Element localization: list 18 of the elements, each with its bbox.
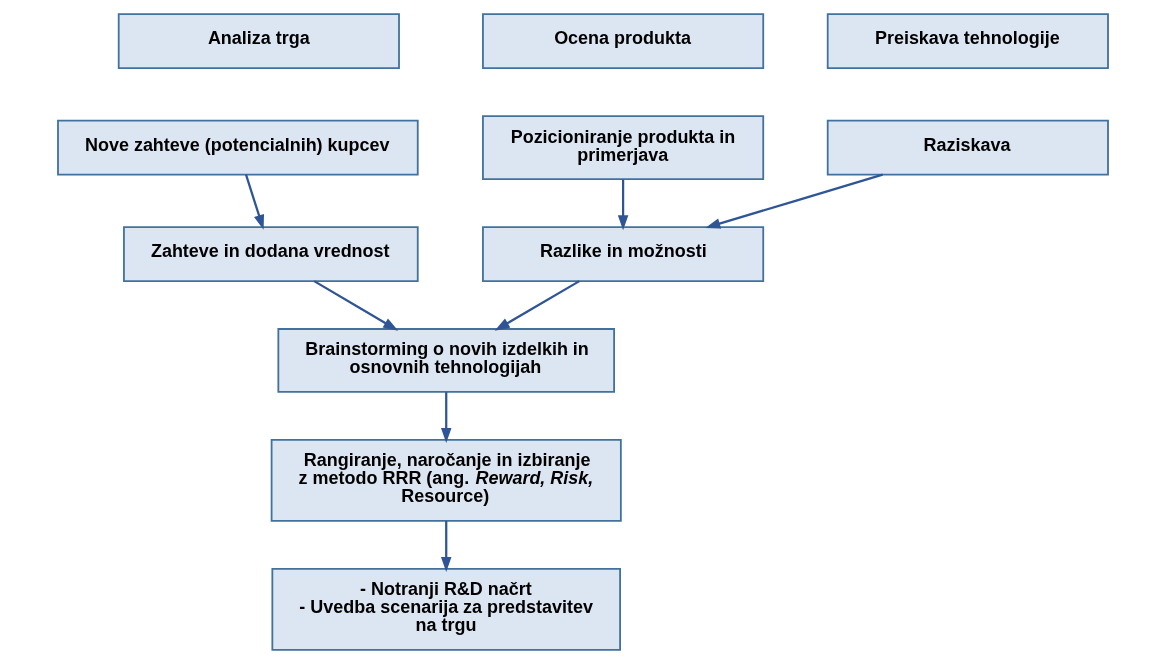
node-box: Analiza trga <box>117 13 400 70</box>
node-box: - Notranji R&D načrt - Uvedba scenarija za predstavitev na trgu <box>271 567 621 651</box>
node-box: Zahteve in dodana vrednost <box>123 226 419 282</box>
node-box: Pozicioniranje produkta in primerjava <box>482 115 765 180</box>
node-box: Raziskava <box>826 119 1109 176</box>
arrow <box>440 521 452 573</box>
node-box: Nove zahteve (potencialnih) kupcev <box>57 119 419 176</box>
node-box: Brainstorming o novih izdelkih in osnovnih tehnologijah <box>277 328 615 393</box>
arrow <box>705 173 883 229</box>
node-box: Preiskava tehnologije <box>826 13 1109 70</box>
arrow <box>494 280 580 331</box>
node-box: Rangiranje, naročanje in izbiranje z metodo RRR (ang. Reward, Risk, Resource) <box>270 439 622 522</box>
arrow <box>313 280 399 331</box>
node-box: Razlike in možnosti <box>482 226 765 282</box>
arrow <box>244 174 265 230</box>
arrow <box>617 179 629 231</box>
arrow <box>440 392 452 444</box>
node-box: Ocena produkta <box>482 13 765 70</box>
